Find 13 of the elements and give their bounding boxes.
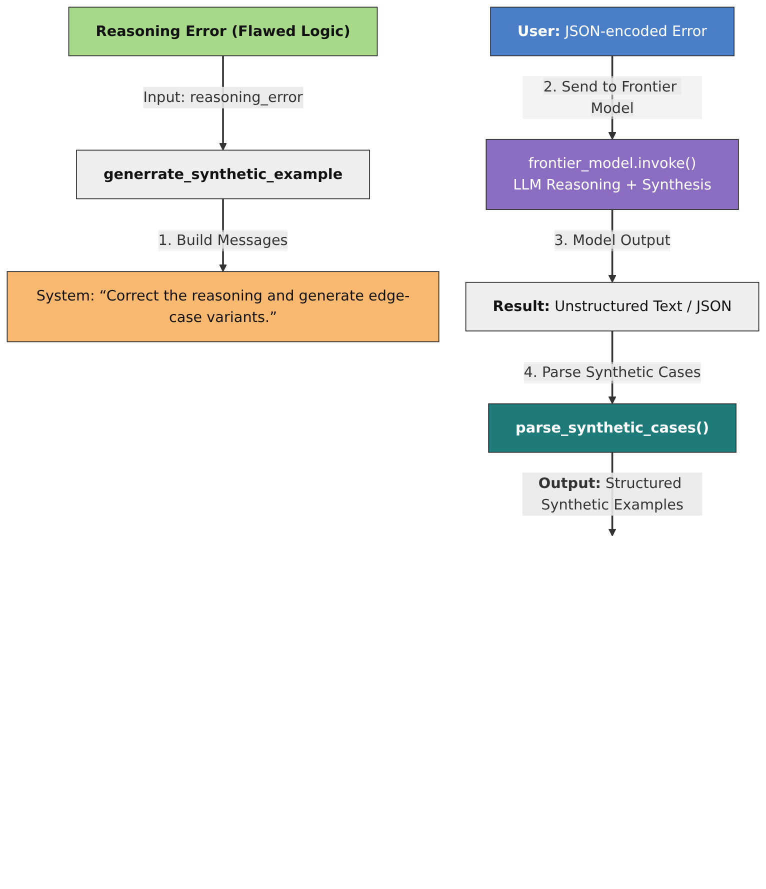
edge-label: 4. Parse Synthetic Cases (524, 364, 701, 381)
edge-label: 1. Build Messages (158, 232, 288, 249)
edge-label: 3. Model Output (554, 232, 670, 249)
edge-label: Output: Structured Synthetic Examples (538, 474, 684, 514)
node-box: System: “Correct the reasoning and generate edge-case variants.” (6, 271, 440, 342)
node-box: parse_synthetic_cases() (488, 403, 736, 453)
node-box: Result: Unstructured Text / JSON (465, 282, 760, 332)
node-box: frontier_model.invoke() LLM Reasoning + Synthesis (486, 138, 739, 210)
node-box: generrate_synthetic_example (76, 150, 370, 200)
edge-label: 2. Send to Frontier Model (543, 78, 677, 116)
edge-label: Input: reasoning_error (143, 88, 303, 106)
node-box: Reasoning Error (Flawed Logic) (68, 6, 378, 56)
node-box: User: JSON-encoded Error (490, 6, 734, 56)
